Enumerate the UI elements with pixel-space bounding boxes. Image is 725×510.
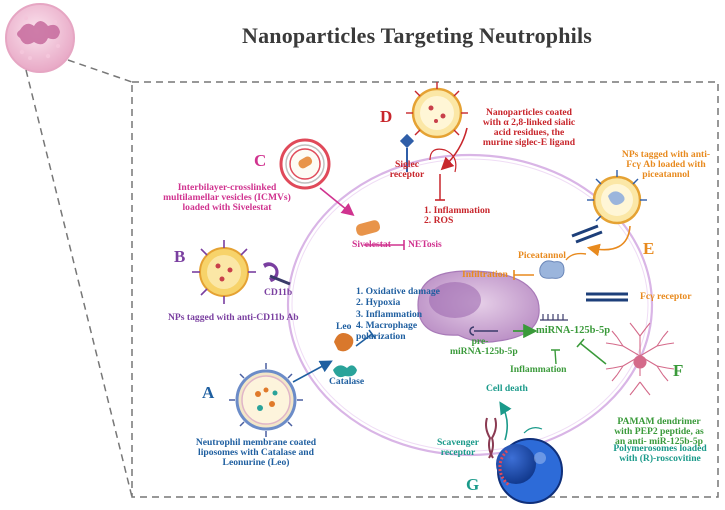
panel-letter-b: B — [174, 247, 186, 266]
catalase-label: Catalase — [329, 376, 365, 387]
cd11b-label: CD11b — [264, 287, 293, 298]
panel-letter-e: E — [643, 239, 655, 258]
leo-icon — [334, 333, 354, 352]
caption-b: NPs tagged with anti-CD11b Ab — [168, 312, 299, 323]
neutrophil-membrane — [286, 153, 654, 457]
pamam-dendrimer-icon — [605, 322, 675, 396]
catalase-icon — [333, 365, 357, 378]
panel-letter-c: C — [254, 151, 267, 170]
cell-death-label: Cell death — [486, 383, 528, 394]
piceatannol-icon — [539, 260, 565, 279]
mirna-icon — [540, 314, 568, 321]
panel-letter-g: G — [466, 475, 480, 494]
leo-label: Leo — [336, 321, 352, 332]
panel-letter-a: A — [202, 383, 215, 402]
liposome-a-icon — [229, 363, 303, 437]
sivelestat-label: Sivelestat — [352, 239, 391, 250]
siglec-receptor-icon — [399, 133, 415, 149]
scavenger-receptor-icon — [485, 417, 497, 459]
figure-title: Nanoparticles Targeting Neutrophils — [242, 23, 593, 48]
mirna-label: miRNA-125b-5p — [536, 325, 611, 336]
nanoparticle-d-icon — [406, 82, 468, 139]
inflammation-f-label: Inflammation — [510, 364, 567, 375]
nucleus — [417, 270, 540, 343]
nanoparticle-b-icon — [192, 240, 256, 304]
pre-mirna-icon — [469, 326, 498, 336]
piceatannol-label: Piceatannol — [518, 250, 566, 261]
infiltration-label: Infiltration — [462, 269, 508, 280]
nanoparticle-e-icon — [587, 170, 647, 225]
fc-gamma-receptor-label: Fcγ receptor — [640, 291, 692, 302]
pre-mirna-label: pre-miRNA-125b-5p — [450, 336, 518, 358]
panel-letter-d: D — [380, 107, 393, 126]
netosis-label: NETosis — [408, 239, 442, 250]
polymerosome-icon — [496, 438, 563, 504]
panel-letter-f: F — [673, 361, 684, 380]
zoom-frame — [25, 59, 719, 498]
sivelestat-icon — [355, 220, 381, 236]
neutrophil-thumbnail-icon — [5, 3, 75, 73]
icmv-vesicle-icon — [279, 138, 331, 190]
fc-gamma-receptor-icon — [571, 224, 628, 302]
